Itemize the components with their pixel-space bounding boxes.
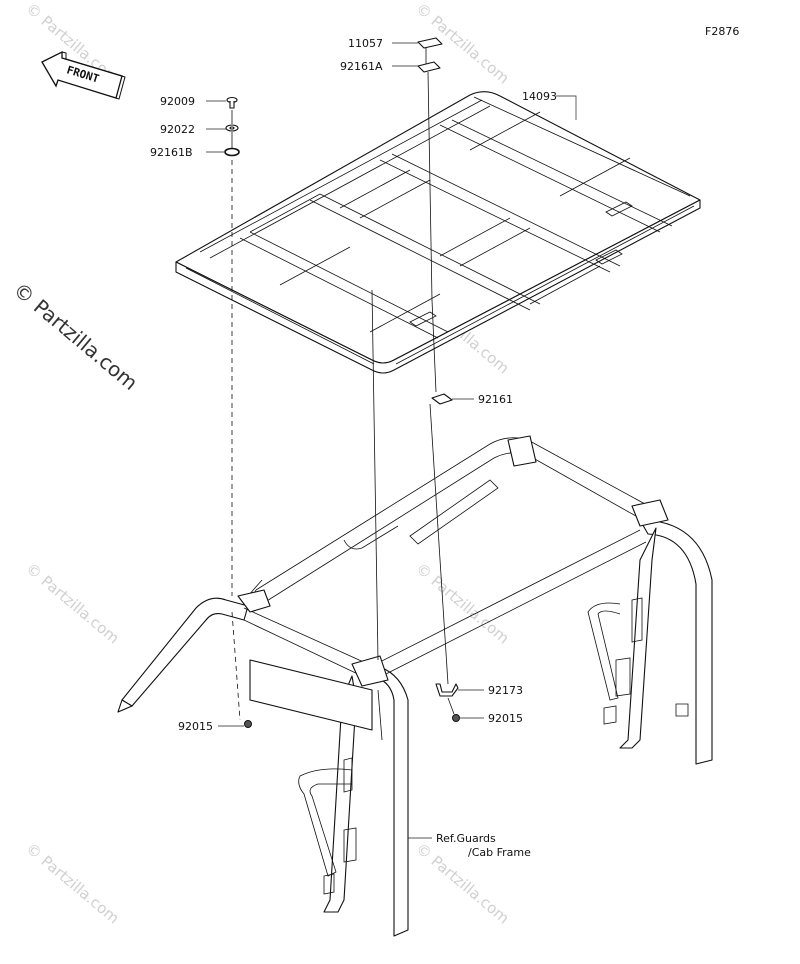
label-92161B: 92161B xyxy=(150,146,193,159)
bolt-92009 xyxy=(226,96,238,109)
watermark: © Partzilla.com xyxy=(22,559,122,647)
reference-note-line2: /Cab Frame xyxy=(468,846,531,859)
watermark-main: © Partzilla.com xyxy=(9,277,143,395)
label-92161A: 92161A xyxy=(340,60,383,73)
nut-92015-right xyxy=(452,714,460,722)
watermark: © Partzilla.com xyxy=(412,559,512,647)
label-92015-left: 92015 xyxy=(178,720,213,733)
label-92009: 92009 xyxy=(160,95,195,108)
label-92173: 92173 xyxy=(488,684,523,697)
reference-note-line1: Ref.Guards xyxy=(436,832,496,845)
part-labels: 11057 92161A 14093 92009 92022 92161B 92… xyxy=(150,37,557,859)
fasteners xyxy=(224,37,460,728)
label-11057: 11057 xyxy=(348,37,383,50)
nut-92015-left xyxy=(244,720,252,728)
label-92022: 92022 xyxy=(160,123,195,136)
front-arrow-icon: FRONT xyxy=(41,50,126,100)
leader-lines xyxy=(206,42,577,839)
label-14093: 14093 xyxy=(522,90,557,103)
assembly-lines xyxy=(231,48,455,741)
figure-code: F2876 xyxy=(705,25,739,38)
watermark: © Partzilla.com xyxy=(22,839,122,927)
bracket-11057 xyxy=(417,37,443,49)
pad-92161A xyxy=(417,61,441,73)
label-92161: 92161 xyxy=(478,393,513,406)
roof-panel xyxy=(175,91,701,374)
pad-92161B xyxy=(224,147,240,157)
pad-92161 xyxy=(431,393,453,405)
clamp-92173 xyxy=(435,683,459,697)
cab-frame xyxy=(117,435,713,937)
label-92015-right: 92015 xyxy=(488,712,523,725)
